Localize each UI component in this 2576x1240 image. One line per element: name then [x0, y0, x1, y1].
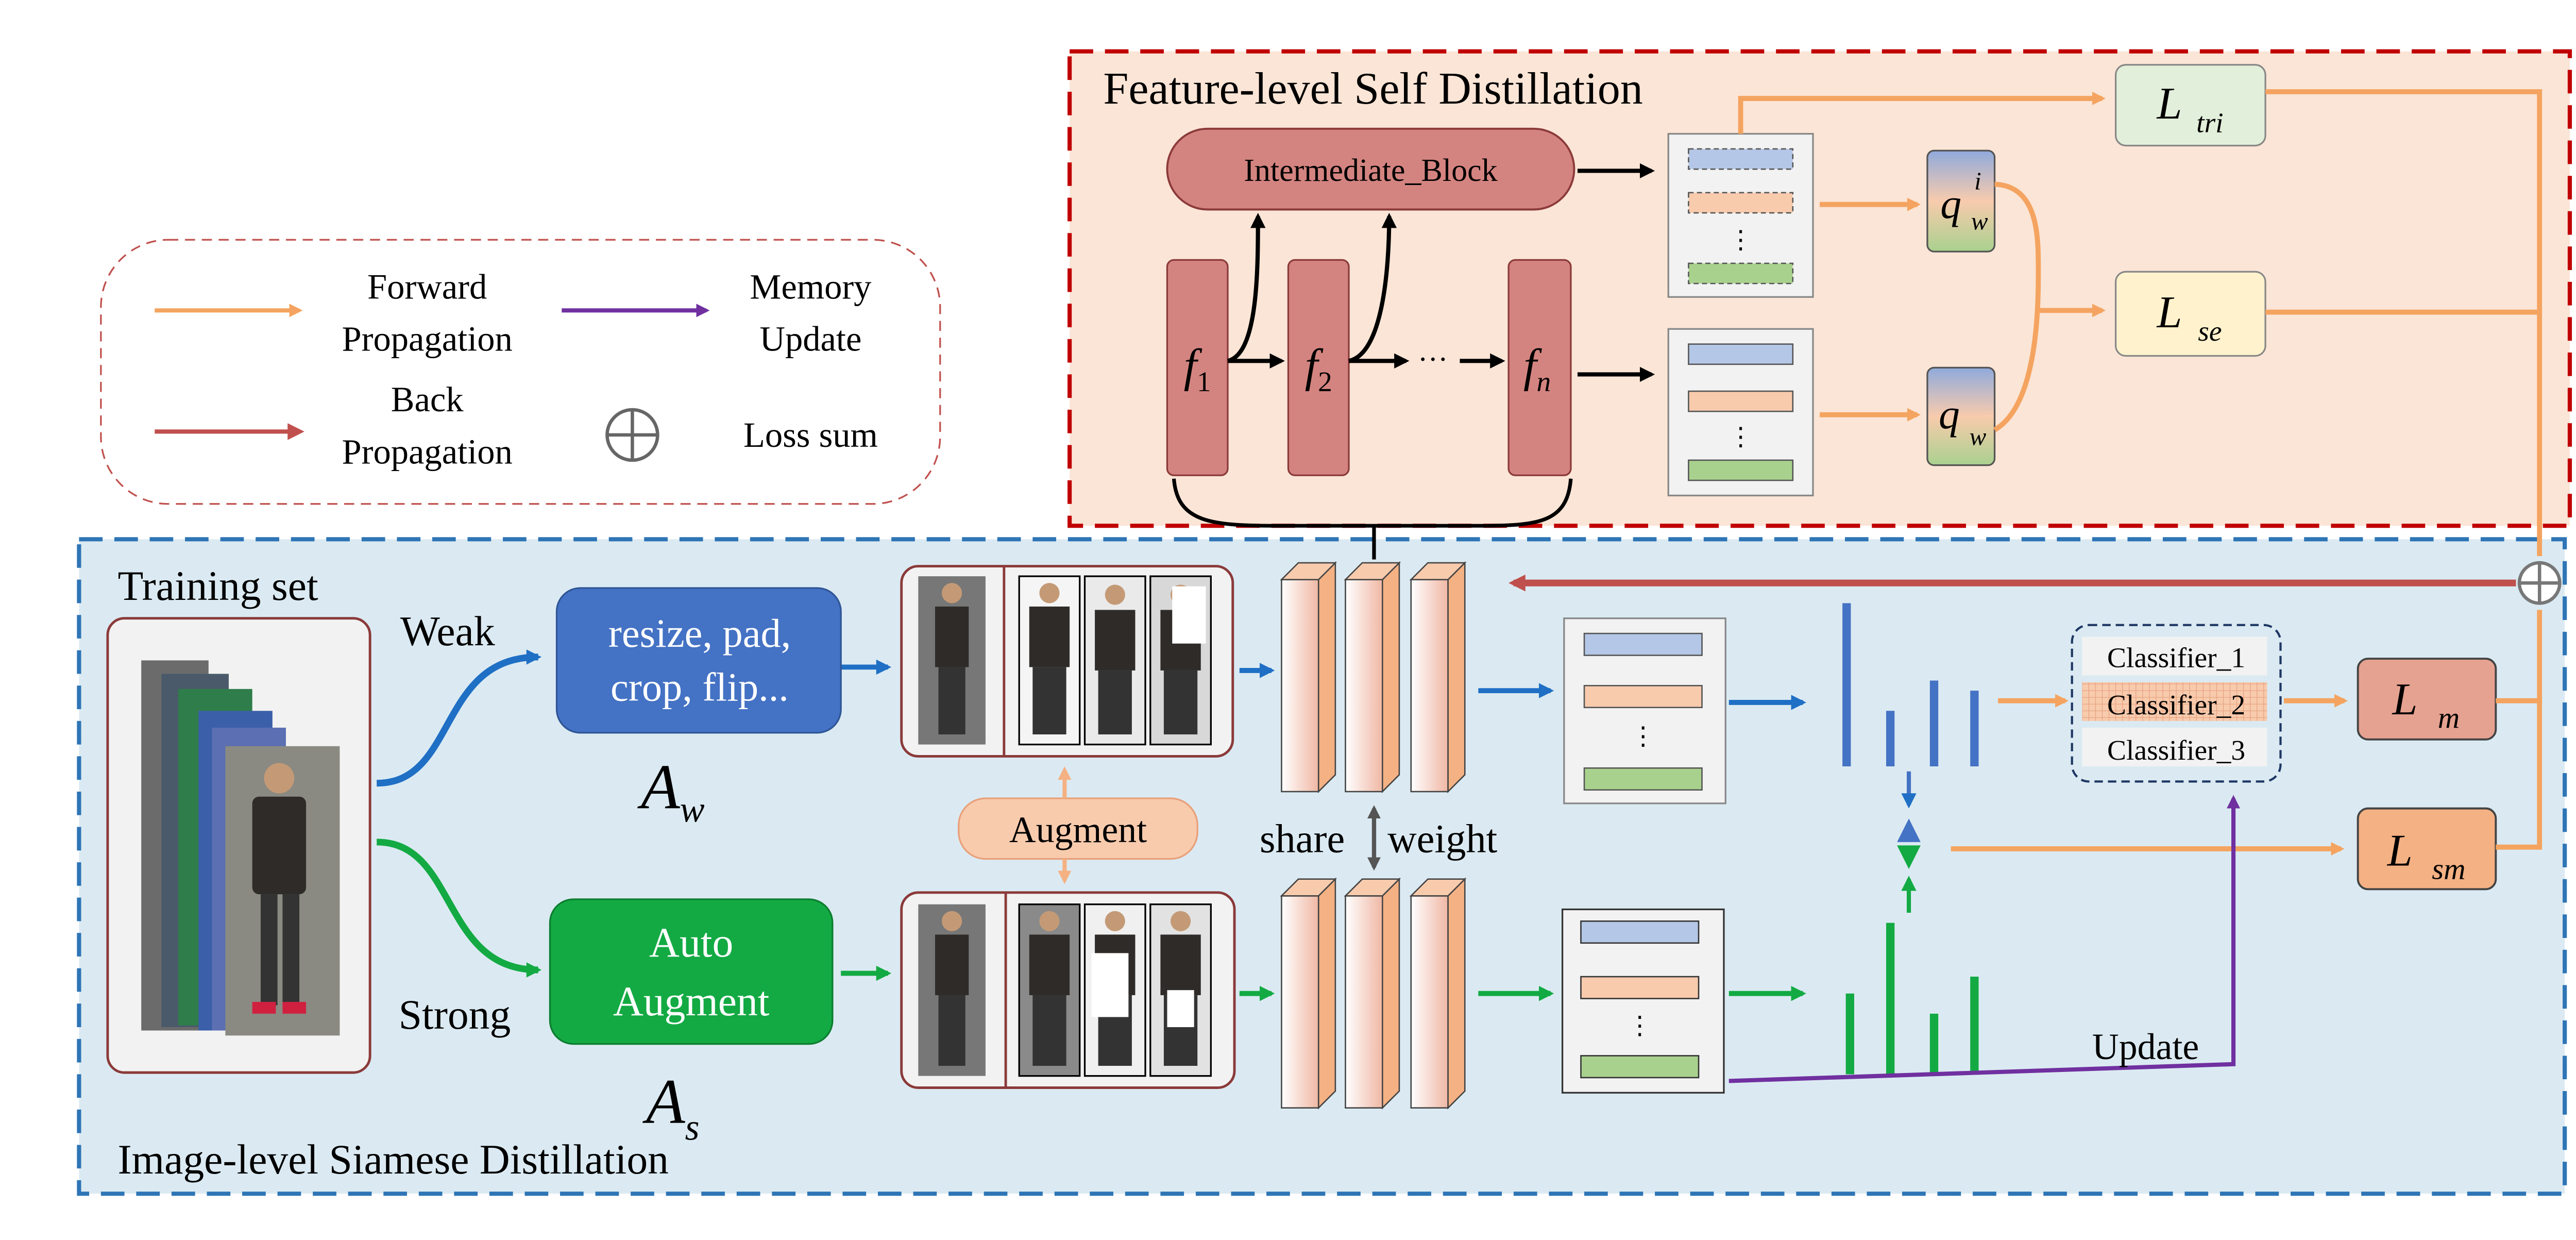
weight-label: weight [1387, 816, 1497, 861]
augment-label: Augment [1009, 809, 1147, 850]
backbone-weak [1280, 561, 1467, 794]
svg-text:i: i [1974, 166, 1981, 195]
person-thumb [1018, 575, 1081, 746]
classifier-2: Classifier_2 [2107, 690, 2245, 721]
training-set-label: Training set [118, 562, 318, 609]
svg-text:q: q [1940, 180, 1961, 227]
feature-panel-title: Feature-level Self Distillation [1103, 63, 1642, 114]
svg-text:m: m [2438, 701, 2460, 734]
weak-aug-symbol: Aw [637, 751, 705, 830]
legend-loss-sum-label: Loss sum [743, 415, 878, 455]
legend-forward-line2: Propagation [342, 320, 513, 359]
backbone-layer [1280, 877, 1337, 1110]
intermediate-block: Intermediate_Block [1166, 127, 1575, 211]
person-thumb [918, 904, 986, 1076]
svg-text:sm: sm [2432, 852, 2465, 886]
person-image-front [225, 746, 340, 1036]
intermediate-block-label: Intermediate_Block [1244, 153, 1498, 188]
strong-augmentation-box: Auto Augment [549, 898, 834, 1045]
weak-label: Weak [400, 608, 495, 655]
card-vdots-upper: ⋮ [1728, 226, 1753, 254]
augment-node: Augment [958, 766, 1198, 884]
svg-text:tri: tri [2196, 107, 2223, 139]
backbone-layer [1409, 561, 1467, 794]
svg-text:L: L [2156, 78, 2182, 129]
svg-text:q: q [1939, 391, 1960, 438]
legend: Forward Propagation Memory Update Back P… [100, 239, 941, 505]
classifier-3: Classifier_3 [2107, 735, 2245, 766]
backbone-layer [1344, 561, 1401, 794]
legend-box [100, 239, 941, 505]
strong-embedding-card: ⋮ [1561, 908, 1725, 1094]
svg-text:L: L [2392, 674, 2418, 725]
feature-map-f2: f2 [1287, 259, 1350, 476]
loss-tri-box: L tri [2114, 64, 2266, 147]
loss-se-box: L se [2114, 271, 2266, 357]
memory-update-path: Update [1728, 795, 2241, 1083]
intermediate-embedding-card: ⋮ [1667, 132, 1814, 298]
card-vdots-lower: ⋮ [1728, 423, 1753, 451]
q-intermediate-box: q i w [1926, 149, 1996, 253]
feature-flow-arrows [1172, 163, 1655, 560]
share-weight: share weight [1260, 805, 1498, 871]
svg-text:L: L [2386, 826, 2413, 876]
share-label: share [1260, 816, 1345, 861]
backbone-layer [1409, 877, 1467, 1110]
backbone-layer [1280, 561, 1337, 794]
backbone-layer [1344, 877, 1401, 1110]
strong-aug-line2: Augment [613, 978, 770, 1025]
legend-back-line1: Back [391, 380, 464, 419]
feature-map-f1: f1 [1166, 259, 1229, 476]
feature-dots: ··· [1418, 343, 1448, 376]
loss-sum-arrows [2496, 610, 2543, 850]
svg-text:w: w [1971, 207, 1988, 236]
q-final-box: q w [1926, 366, 1996, 466]
svg-text:se: se [2198, 316, 2222, 347]
training-set-stack [106, 617, 371, 1074]
svg-text:w: w [1970, 423, 1987, 451]
classifier-1: Classifier_1 [2107, 642, 2245, 674]
person-thumb [1149, 903, 1212, 1077]
strong-augmented-images [900, 891, 1236, 1089]
feature-map-fn: fn [1507, 259, 1572, 476]
legend-memory-line1: Memory [750, 267, 871, 307]
legend-forward-line1: Forward [367, 267, 487, 307]
card-vdots-weak: ⋮ [1631, 722, 1656, 750]
backbone-strong [1280, 877, 1467, 1110]
branch-arrows [377, 649, 892, 981]
weak-logits-bars [1842, 603, 1979, 766]
weak-augmented-images [900, 565, 1234, 758]
legend-memory-line2: Update [759, 320, 861, 359]
person-thumb [918, 576, 986, 745]
loss-sm-box: L sm [2357, 807, 2497, 891]
update-label: Update [2092, 1026, 2199, 1067]
loss-sum-icon [605, 408, 659, 462]
weak-embedding-card: ⋮ [1563, 617, 1726, 805]
total-loss-sum-node [2517, 561, 2562, 605]
siamese-compare-node [1897, 771, 1921, 913]
person-thumb [1083, 903, 1146, 1077]
legend-back-line2: Propagation [342, 432, 513, 471]
feature-forward-arrows [1738, 89, 2543, 556]
weak-aug-line2: crop, flip... [611, 665, 789, 710]
weak-augmentation-box: resize, pad, crop, flip... [555, 587, 842, 734]
strong-label: Strong [399, 991, 511, 1038]
svg-text:L: L [2156, 287, 2182, 338]
strong-aug-line1: Auto [649, 919, 733, 966]
loss-m-box: L m [2357, 658, 2497, 741]
classifier-group: Classifier_1 Classifier_2 Classifier_3 [2071, 624, 2282, 783]
person-thumb [1018, 903, 1081, 1077]
card-vdots-strong: ⋮ [1627, 1011, 1652, 1040]
strong-aug-symbol: As [642, 1066, 700, 1148]
strong-logits-bars [1845, 923, 1979, 1075]
weak-aug-line1: resize, pad, [608, 611, 791, 656]
image-panel-title: Image-level Siamese Distillation [118, 1136, 669, 1183]
person-thumb [1083, 575, 1146, 746]
person-thumb [1149, 575, 1212, 746]
final-embedding-card: ⋮ [1667, 328, 1814, 497]
